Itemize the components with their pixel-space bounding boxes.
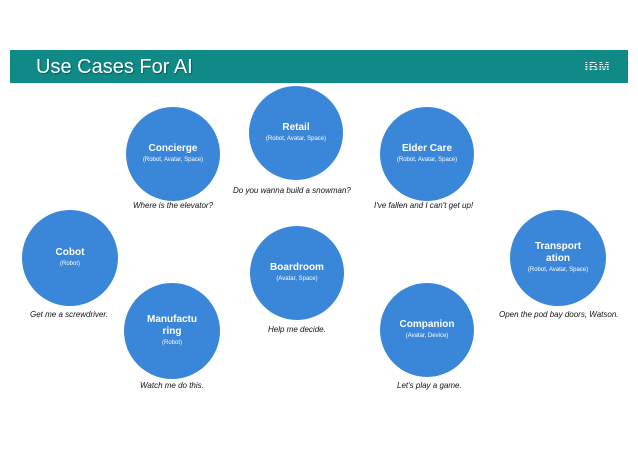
ibm-logo: IBM [584, 59, 610, 74]
node-subtitle: (Robot, Avatar, Space) [142, 157, 204, 163]
node-subtitle: (Robot, Avatar, Space) [527, 267, 589, 273]
node-title: Transportation [534, 241, 582, 264]
node-title: Elder Care [401, 143, 453, 154]
node-subtitle: (Robot) [161, 340, 182, 346]
boardroom-circle: Boardroom (Avatar, Space) [250, 226, 344, 320]
manufacturing-circle: Manufacturing (Robot) [124, 283, 220, 379]
node-title: Cobot [55, 247, 85, 258]
cobot-circle: Cobot (Robot) [22, 210, 118, 306]
slide-title: Use Cases For AI [36, 56, 193, 78]
manufacturing-quote: Watch me do this. [140, 381, 204, 390]
boardroom-quote: Help me decide. [268, 325, 326, 334]
elder-care-circle: Elder Care (Robot, Avatar, Space) [380, 107, 474, 201]
node-title: Boardroom [270, 262, 324, 273]
companion-quote: Let's play a game. [397, 381, 462, 390]
node-title: Retail [282, 122, 310, 133]
node-title: Concierge [148, 143, 198, 154]
node-subtitle: (Avatar, Device) [405, 333, 449, 339]
node-subtitle: (Avatar, Space) [276, 276, 318, 282]
concierge-circle: Concierge (Robot, Avatar, Space) [126, 107, 220, 201]
node-title: Manufacturing [147, 314, 197, 337]
elder-care-quote: I've fallen and I can't get up! [374, 201, 474, 210]
title-banner: Use Cases For AI IBM [10, 50, 628, 83]
node-subtitle: (Robot, Avatar, Space) [396, 157, 458, 163]
node-subtitle: (Robot, Avatar, Space) [265, 136, 327, 142]
retail-quote: Do you wanna build a snowman? [233, 186, 351, 195]
companion-circle: Companion (Avatar, Device) [380, 283, 474, 377]
concierge-quote: Where is the elevator? [133, 201, 214, 210]
transportation-circle: Transportation (Robot, Avatar, Space) [510, 210, 606, 306]
cobot-quote: Get me a screwdriver. [30, 310, 108, 319]
retail-circle: Retail (Robot, Avatar, Space) [249, 86, 343, 180]
node-title: Companion [399, 319, 455, 330]
node-subtitle: (Robot) [59, 261, 80, 267]
transportation-quote: Open the pod bay doors, Watson. [499, 310, 619, 319]
